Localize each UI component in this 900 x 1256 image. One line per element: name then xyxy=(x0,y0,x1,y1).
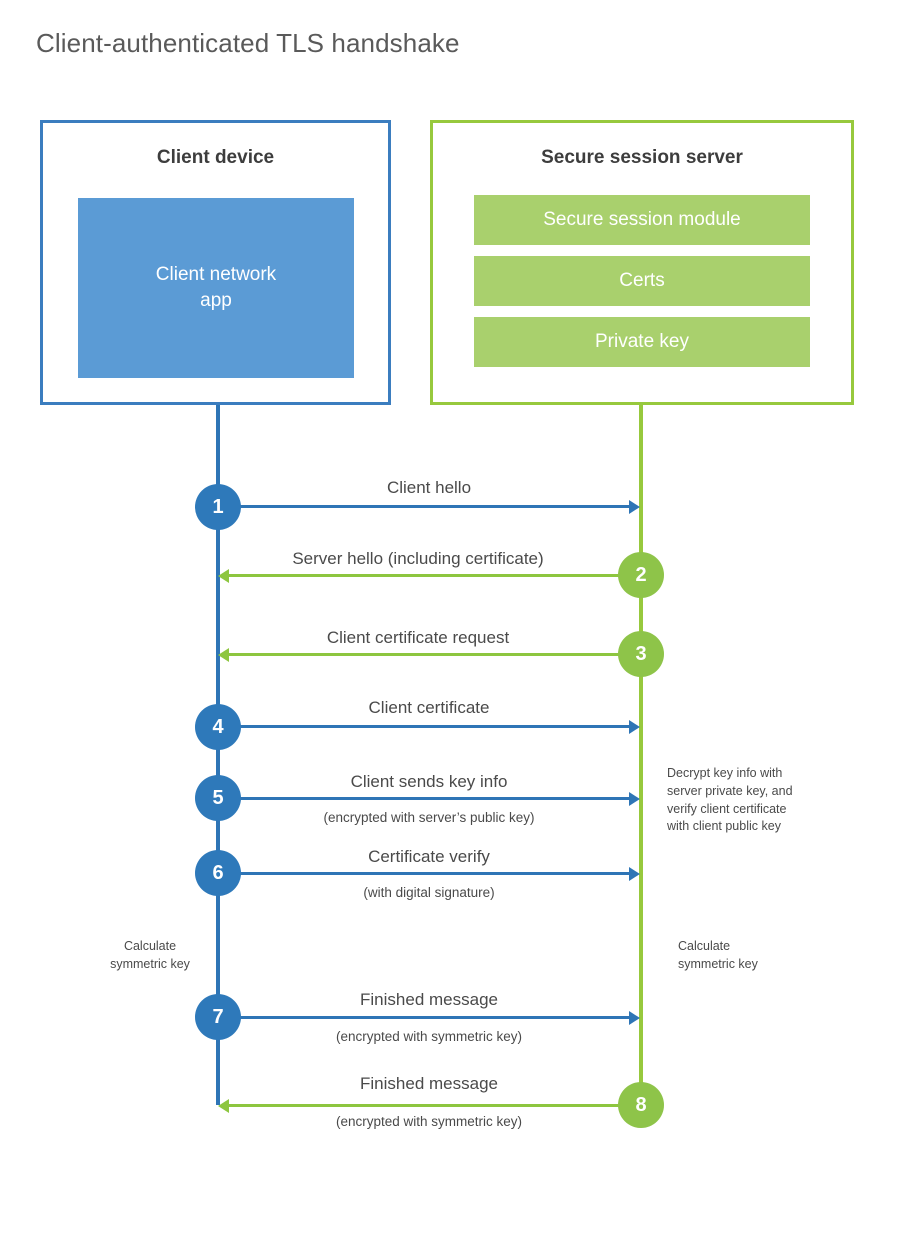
arrowhead-left-icon xyxy=(218,568,229,583)
server-component-private-key: Private key xyxy=(474,317,810,367)
step-7-label: Finished message xyxy=(360,990,498,1009)
server-lifeline xyxy=(639,405,643,1105)
step-3-label: Client certificate request xyxy=(326,628,510,647)
step-2-label: Server hello (including certificate) xyxy=(292,549,544,568)
arrowhead-right-icon xyxy=(629,791,640,806)
client-lifeline xyxy=(216,405,220,1105)
arrowhead-right-icon xyxy=(629,499,640,514)
server-calculate-symmetric-key-note: Calculate symmetric key xyxy=(678,939,758,971)
server-component-secure-session-module: Secure session module xyxy=(474,195,810,245)
step-4-arrow xyxy=(218,719,640,734)
step-5-circle: 5 xyxy=(195,775,241,821)
step-5-arrow xyxy=(218,791,640,806)
step-8-arrow xyxy=(218,1098,620,1113)
step-2-arrow xyxy=(218,568,620,583)
server-component-list: Secure session module Certs Private key xyxy=(474,195,810,378)
step-3-circle: 3 xyxy=(618,631,664,677)
client-device-title: Client device xyxy=(156,147,275,168)
step-2-circle: 2 xyxy=(618,552,664,598)
step-7-arrow xyxy=(218,1010,640,1025)
step-6-circle: 6 xyxy=(195,850,241,896)
arrowhead-right-icon xyxy=(629,866,640,881)
client-calculate-symmetric-key-note: Calculate symmetric key xyxy=(110,939,190,971)
arrowhead-right-icon xyxy=(629,719,640,734)
server-component-certs: Certs xyxy=(474,256,810,306)
step-3-arrow xyxy=(218,647,620,662)
step-8-sublabel: (encrypted with symmetric key) xyxy=(335,1114,523,1129)
step-6-label: Certificate verify xyxy=(368,847,490,866)
step-1-label: Client hello xyxy=(386,478,472,497)
step-4-circle: 4 xyxy=(195,704,241,750)
step-6-arrow xyxy=(218,866,640,881)
client-device-panel: Client device Client network app xyxy=(40,120,391,405)
step-5-sublabel: (encrypted with server’s public key) xyxy=(323,810,535,825)
step-1-circle: 1 xyxy=(195,484,241,530)
step-8-label: Finished message xyxy=(360,1074,498,1093)
step-8-circle: 8 xyxy=(618,1082,664,1128)
server-decrypt-note: Decrypt key info with server private key… xyxy=(667,766,793,834)
secure-session-server-panel: Secure session server Secure session mod… xyxy=(430,120,854,405)
client-network-app-box: Client network app xyxy=(78,198,354,378)
step-7-circle: 7 xyxy=(195,994,241,1040)
step-7-sublabel: (encrypted with symmetric key) xyxy=(335,1029,523,1044)
arrowhead-right-icon xyxy=(629,1010,640,1025)
step-4-label: Client certificate xyxy=(368,698,490,717)
step-1-arrow xyxy=(218,499,640,514)
arrowhead-left-icon xyxy=(218,647,229,662)
step-5-label: Client sends key info xyxy=(350,772,508,791)
step-6-sublabel: (with digital signature) xyxy=(363,885,495,900)
page-title: Client-authenticated TLS handshake xyxy=(36,28,460,58)
arrowhead-left-icon xyxy=(218,1098,229,1113)
secure-session-server-title: Secure session server xyxy=(541,147,743,168)
